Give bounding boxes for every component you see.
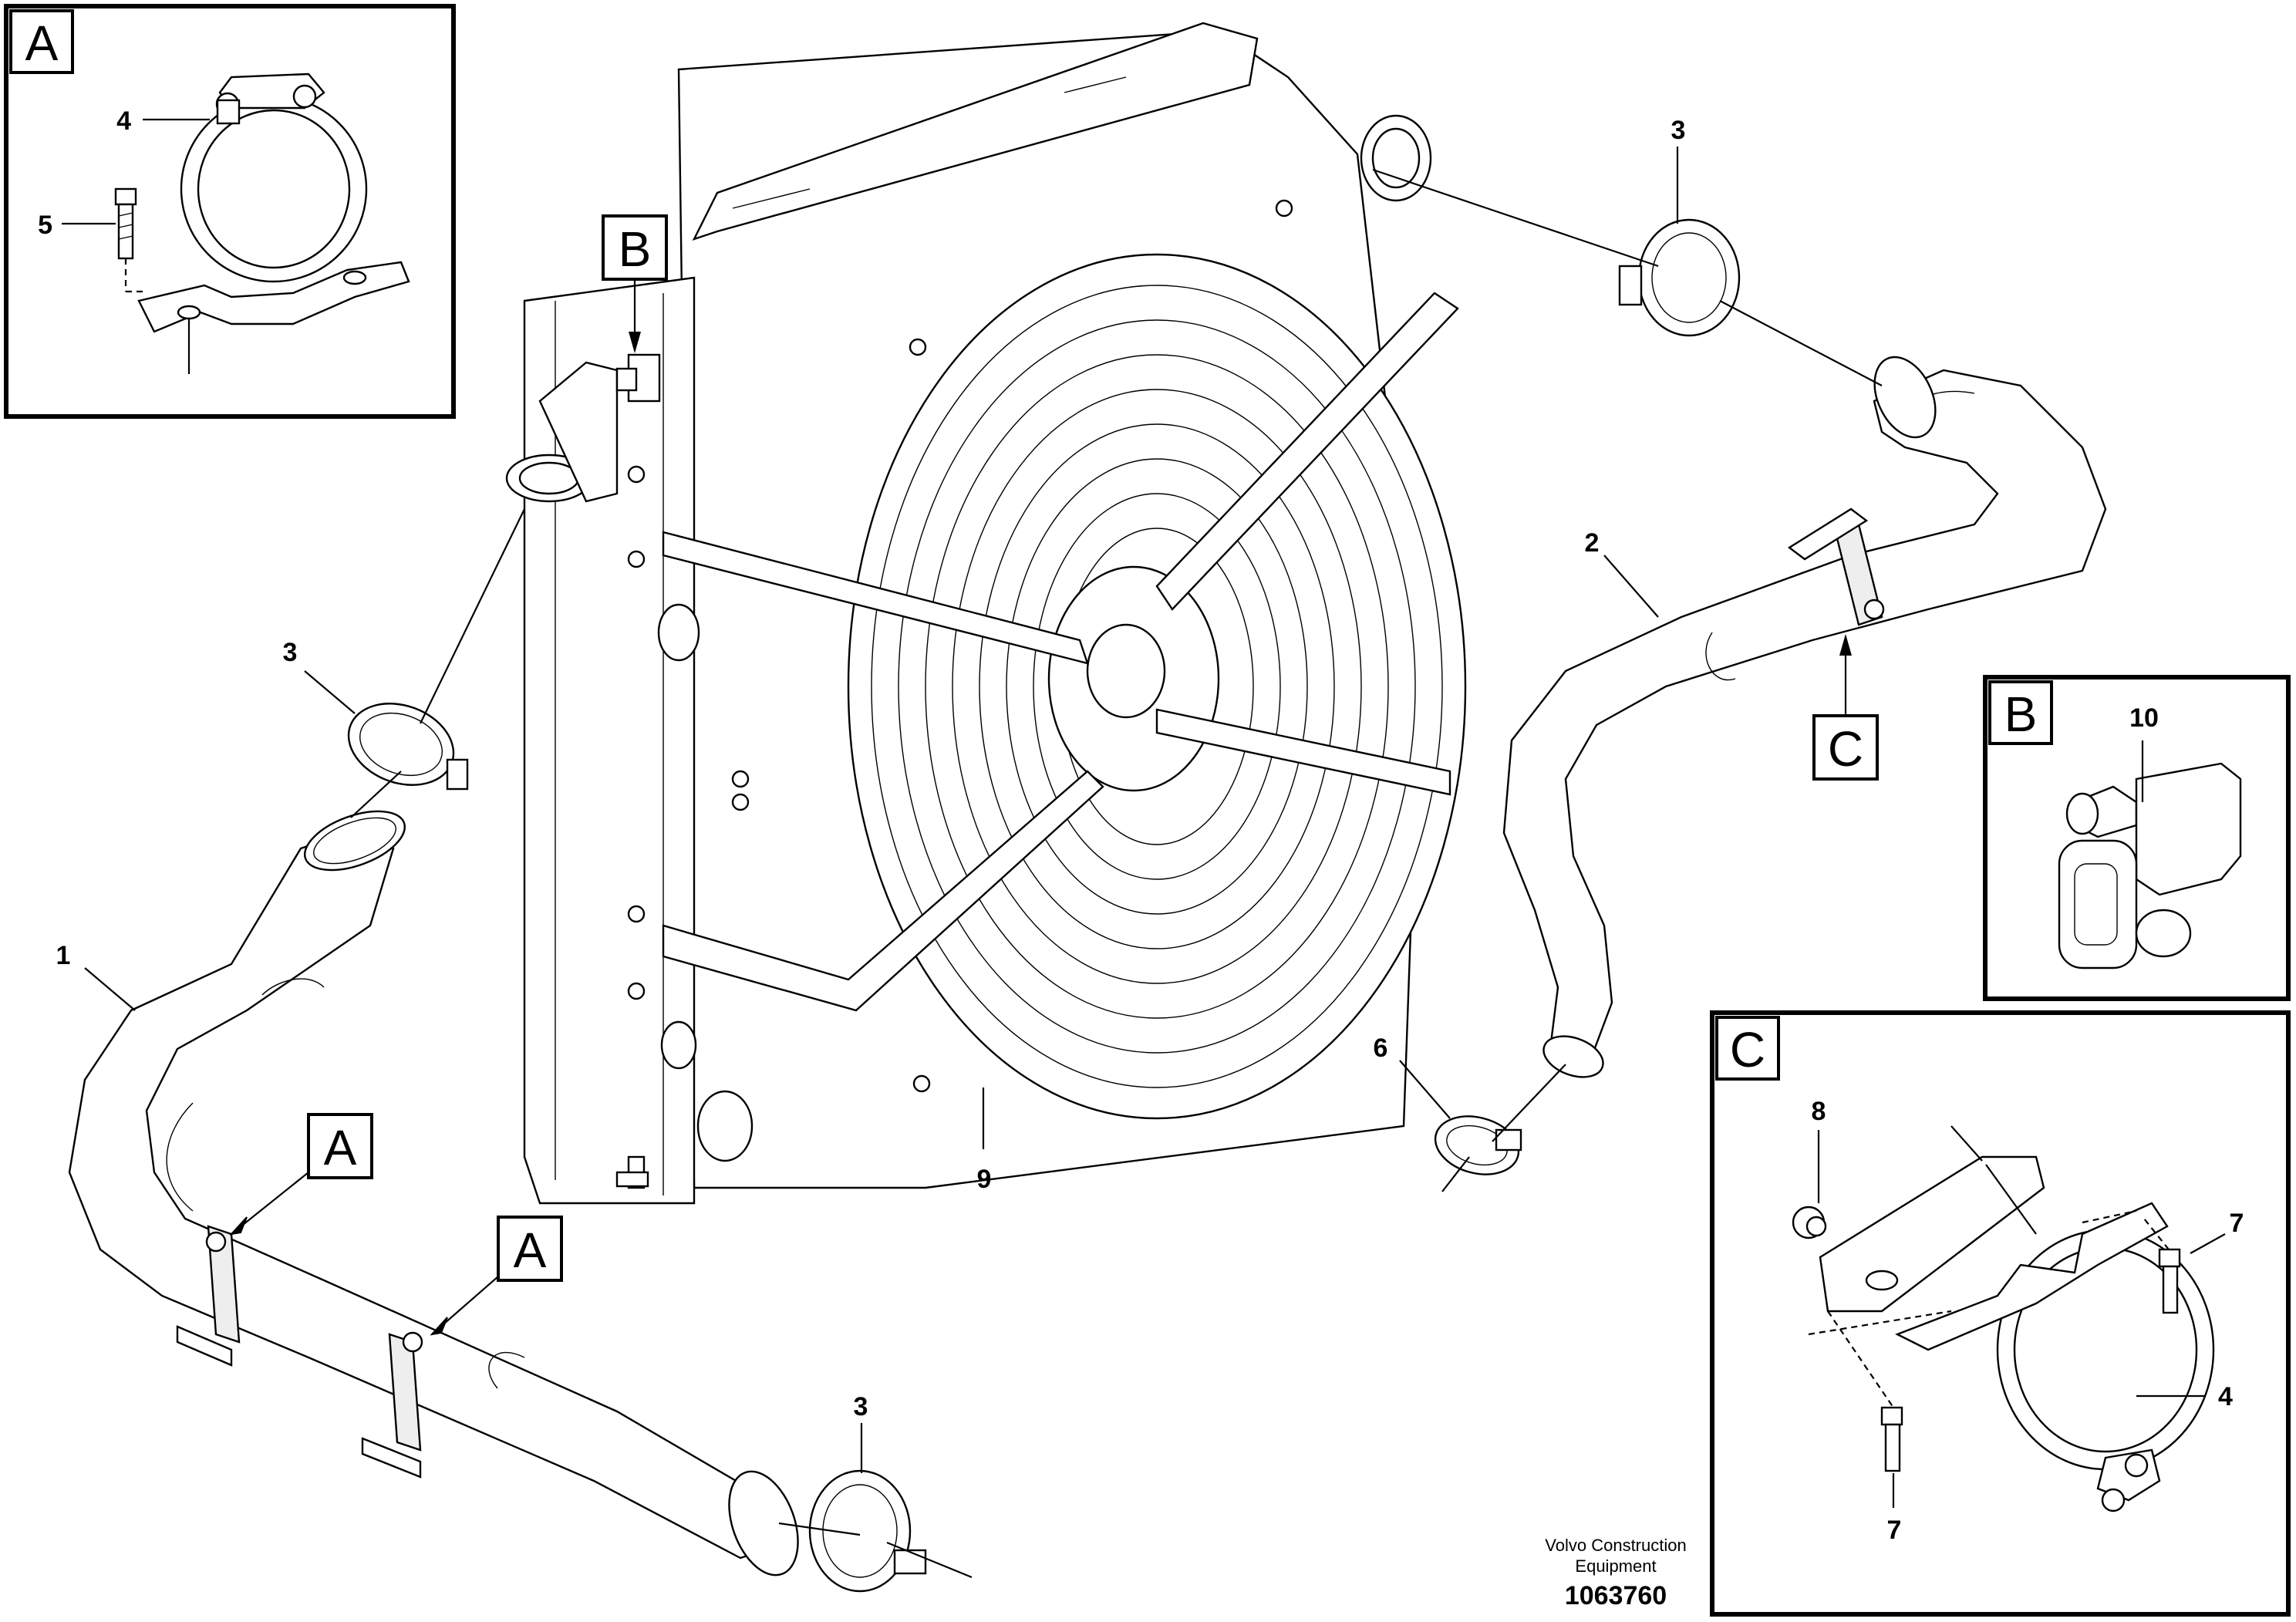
detail-c-inset: C — [1710, 1010, 2291, 1617]
callout-9: 9 — [977, 1165, 992, 1194]
svg-text:B: B — [619, 221, 652, 277]
svg-text:C: C — [1828, 721, 1863, 777]
hose-1 — [68, 810, 799, 1576]
credit-line-1: Volvo Construction — [1545, 1536, 1686, 1555]
callout-6: 6 — [1374, 1034, 1388, 1063]
location-tag-c: C — [1812, 634, 1879, 781]
nut-8 — [1792, 1206, 1827, 1239]
assembly-lines — [350, 168, 1883, 1579]
temperature-sensor — [2058, 762, 2242, 969]
document-number: 1063760 — [1565, 1581, 1667, 1610]
clamp-3-left — [347, 703, 469, 791]
svg-text:A: A — [514, 1222, 547, 1278]
detail-a-inset-tag: A — [25, 15, 59, 71]
credit-line-2: Equipment — [1575, 1556, 1656, 1576]
callout-2: 2 — [1585, 528, 1600, 558]
callout-7-lower: 7 — [1887, 1516, 1902, 1545]
callout-4-inset-a: 4 — [116, 106, 131, 136]
radiator-fan-assembly — [505, 22, 1467, 1205]
detail-b-inset: B 10 — [1983, 675, 2291, 1001]
callout-5: 5 — [38, 211, 52, 240]
hose-2 — [1502, 356, 2107, 1078]
inset-a-bolt — [114, 187, 137, 260]
location-tag-a-1: A — [229, 1113, 373, 1236]
credit-block: Volvo Construction Equipment 1063760 — [1545, 1536, 1686, 1610]
clamp-6 — [1434, 1115, 1522, 1175]
inset-c-bolt-upper — [2158, 1248, 2181, 1314]
callouts: 1 2 3 3 3 6 9 — [56, 116, 1686, 1473]
detail-c-inset-tag: C — [1730, 1022, 1765, 1077]
clamp-3-bottom — [808, 1469, 927, 1593]
callout-7-upper: 7 — [2230, 1209, 2244, 1238]
inset-c-bolt-lower — [1880, 1406, 1903, 1472]
callout-3-top-right: 3 — [1671, 116, 1686, 145]
inset-c-clamp — [1895, 1202, 2215, 1512]
inset-a-clamp — [137, 73, 410, 333]
callout-1: 1 — [56, 941, 71, 970]
callout-10: 10 — [2129, 703, 2159, 733]
callout-8: 8 — [1812, 1097, 1826, 1126]
detail-b-inset-tag: B — [2004, 686, 2038, 742]
detail-a-inset: A 4 5 — [4, 4, 456, 419]
location-tag-b: B — [602, 214, 668, 353]
callout-3-left: 3 — [283, 638, 298, 667]
callout-4-inset-c: 4 — [2218, 1382, 2233, 1411]
callout-3-bottom: 3 — [854, 1392, 868, 1421]
location-tag-a-2: A — [430, 1216, 563, 1336]
fan-guard — [847, 253, 1467, 1120]
clamp-3-top-right — [1618, 218, 1741, 337]
svg-text:A: A — [324, 1120, 357, 1175]
